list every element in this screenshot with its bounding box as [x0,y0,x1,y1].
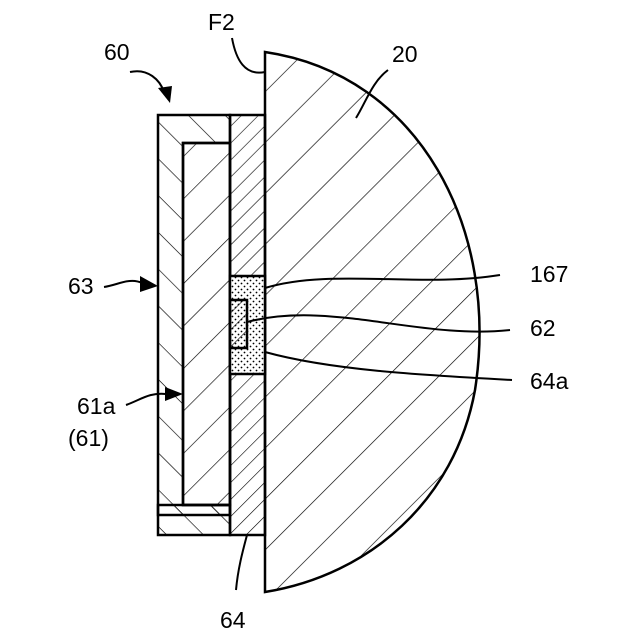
frame-63-bottom [158,505,230,535]
leader-F2 [232,38,265,73]
label-60: 60 [104,39,130,65]
leader-63-arrowhead [140,276,158,292]
leader-64 [236,535,247,590]
label-64: 64 [220,607,246,633]
leader-60-arrowhead [158,86,172,103]
label-62: 62 [530,315,556,341]
label-61a: 61a [77,393,116,419]
element-62 [230,300,247,348]
substrate-61a [183,143,230,505]
label-61: (61) [68,425,109,451]
label-20: 20 [392,41,418,67]
label-F2: F2 [208,9,235,35]
label-64a: 64a [530,368,569,394]
leader-63 [104,281,142,287]
label-167: 167 [530,261,568,287]
label-63: 63 [68,273,94,299]
